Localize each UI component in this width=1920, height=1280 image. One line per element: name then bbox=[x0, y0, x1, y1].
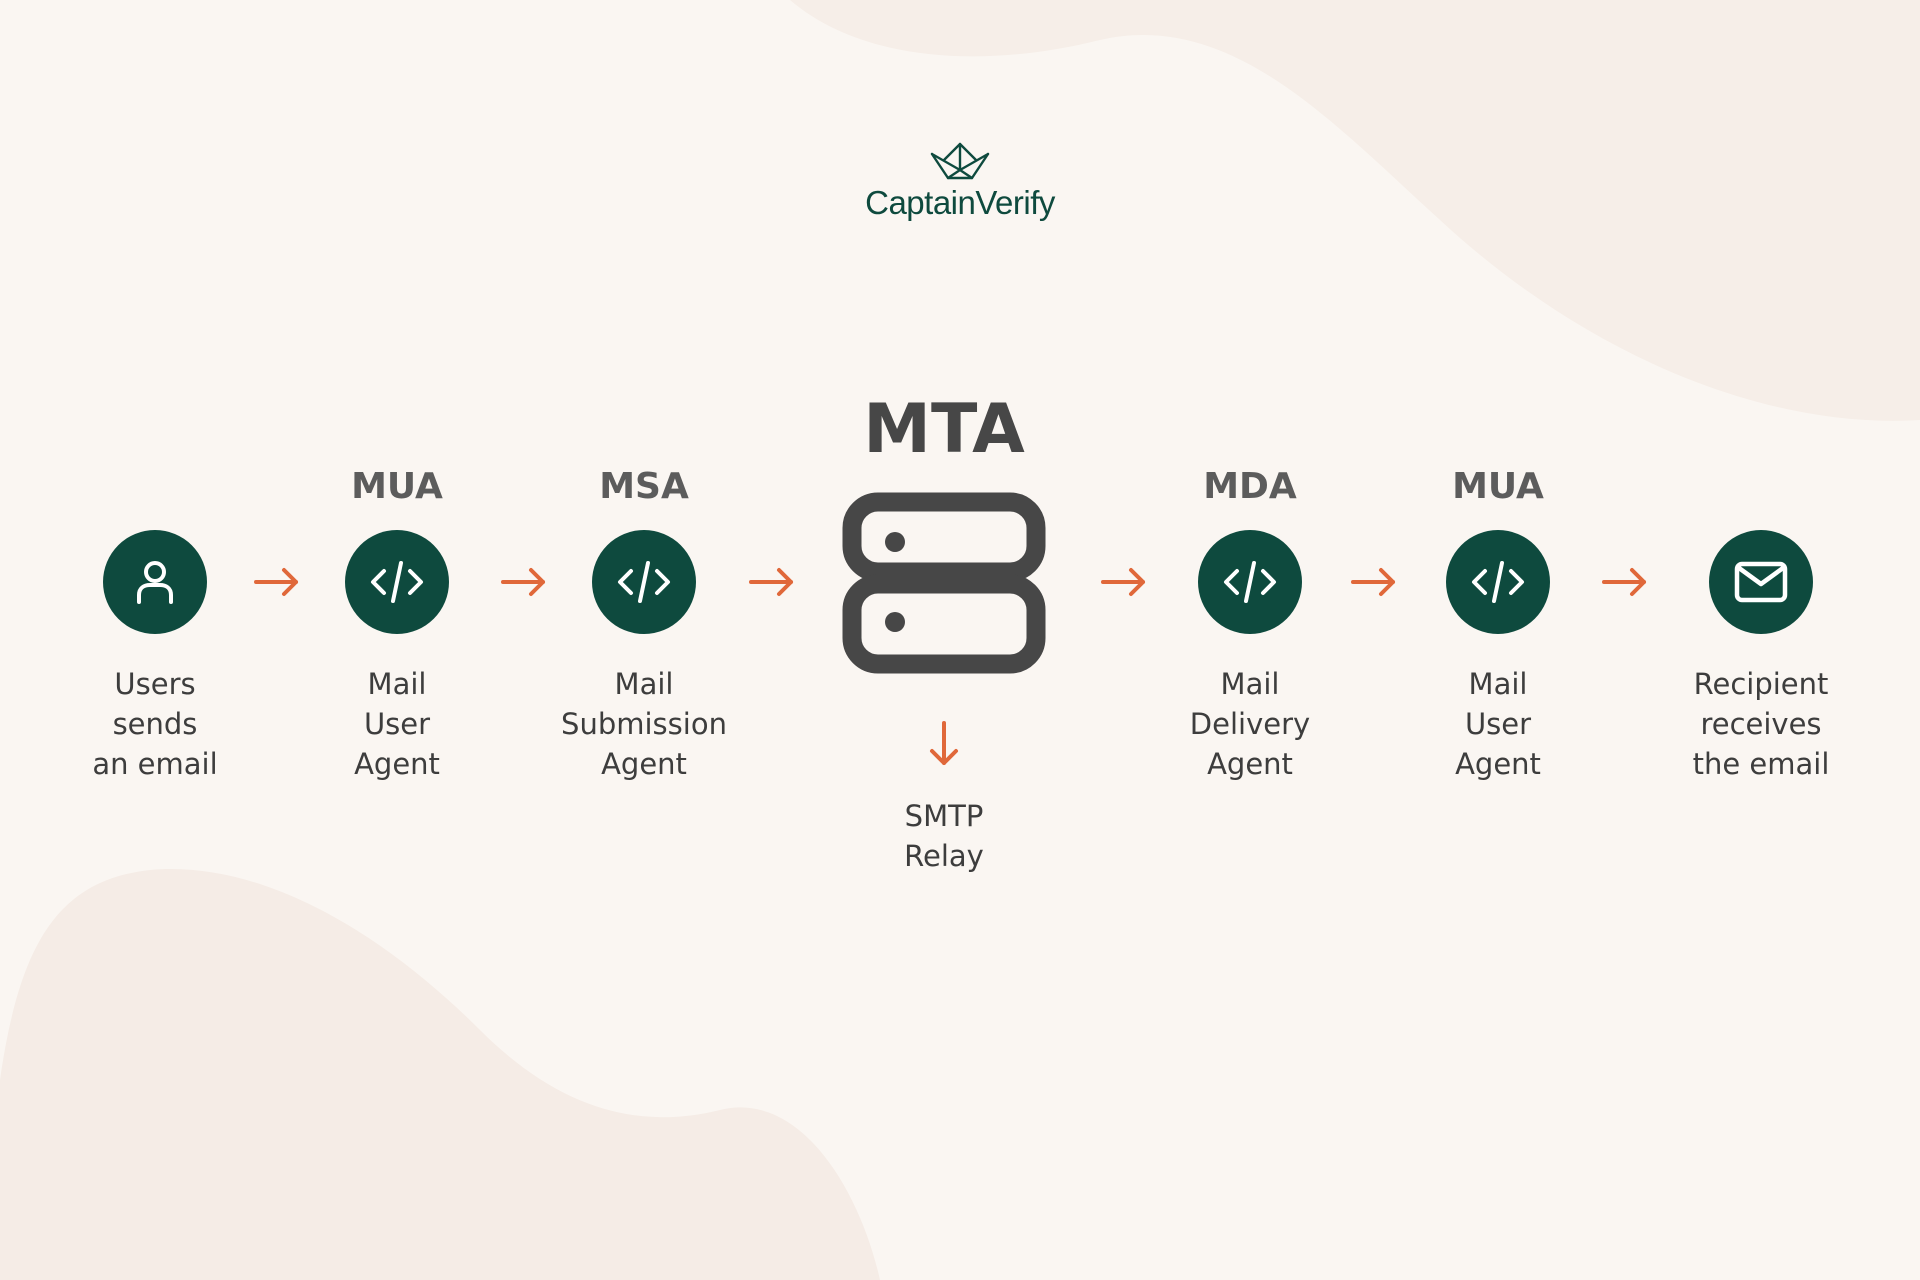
label-line: User bbox=[1464, 707, 1532, 741]
label-line: Agent bbox=[354, 747, 440, 781]
code-icon bbox=[1224, 561, 1276, 603]
label-line: Users bbox=[114, 667, 196, 701]
mda-node bbox=[1198, 530, 1302, 634]
label-line: Recipient bbox=[1693, 667, 1829, 701]
label-recipient: Recipient receives the email bbox=[1641, 664, 1881, 784]
label-line: Submission bbox=[561, 707, 727, 741]
label-line: Relay bbox=[904, 839, 984, 873]
abbr-msa: MSA bbox=[599, 466, 689, 507]
label-msa: Mail Submission Agent bbox=[524, 664, 764, 784]
code-icon bbox=[1472, 561, 1524, 603]
label-line: Mail bbox=[1220, 667, 1280, 701]
code-icon bbox=[371, 561, 423, 603]
mua-recipient-node bbox=[1446, 530, 1550, 634]
user-node bbox=[103, 530, 207, 634]
code-icon bbox=[618, 561, 670, 603]
label-user: Users sends an email bbox=[35, 664, 275, 784]
label-mda: Mail Delivery Agent bbox=[1130, 664, 1370, 784]
msa-node bbox=[592, 530, 696, 634]
arrow-right bbox=[254, 568, 298, 596]
arrow-down bbox=[930, 721, 958, 765]
label-line: receives bbox=[1700, 707, 1822, 741]
abbr-mda: MDA bbox=[1203, 466, 1297, 507]
label-line: the email bbox=[1692, 747, 1830, 781]
label-line: Mail bbox=[614, 667, 674, 701]
label-line: Agent bbox=[1455, 747, 1541, 781]
arrow-right bbox=[1101, 568, 1145, 596]
mua-sender-node bbox=[345, 530, 449, 634]
label-line: User bbox=[363, 707, 431, 741]
brand-logo: CaptainVerify bbox=[0, 142, 1920, 222]
abbr-mua-sender: MUA bbox=[351, 466, 443, 507]
label-line: SMTP bbox=[904, 799, 984, 833]
label-line: Mail bbox=[1468, 667, 1528, 701]
label-mua-sender: Mail User Agent bbox=[277, 664, 517, 784]
mail-icon bbox=[1734, 561, 1788, 603]
label-line: an email bbox=[92, 747, 218, 781]
abbr-mua-recipient: MUA bbox=[1452, 466, 1544, 507]
brand-name: CaptainVerify bbox=[865, 184, 1055, 221]
label-line: Agent bbox=[1207, 747, 1293, 781]
arrow-right bbox=[749, 568, 793, 596]
label-mua-recipient: Mail User Agent bbox=[1378, 664, 1618, 784]
label-line: Delivery bbox=[1189, 707, 1311, 741]
server-icon bbox=[842, 492, 1046, 674]
user-icon bbox=[137, 561, 173, 604]
recipient-node bbox=[1709, 530, 1813, 634]
label-line: Agent bbox=[601, 747, 687, 781]
label-line: Mail bbox=[367, 667, 427, 701]
paper-boat-icon bbox=[930, 142, 990, 180]
arrow-right bbox=[501, 568, 545, 596]
arrow-right bbox=[1602, 568, 1646, 596]
label-line: sends bbox=[112, 707, 198, 741]
mta-title: MTA bbox=[863, 390, 1025, 469]
smtp-relay-label: SMTP Relay bbox=[844, 796, 1044, 876]
arrow-right bbox=[1351, 568, 1395, 596]
